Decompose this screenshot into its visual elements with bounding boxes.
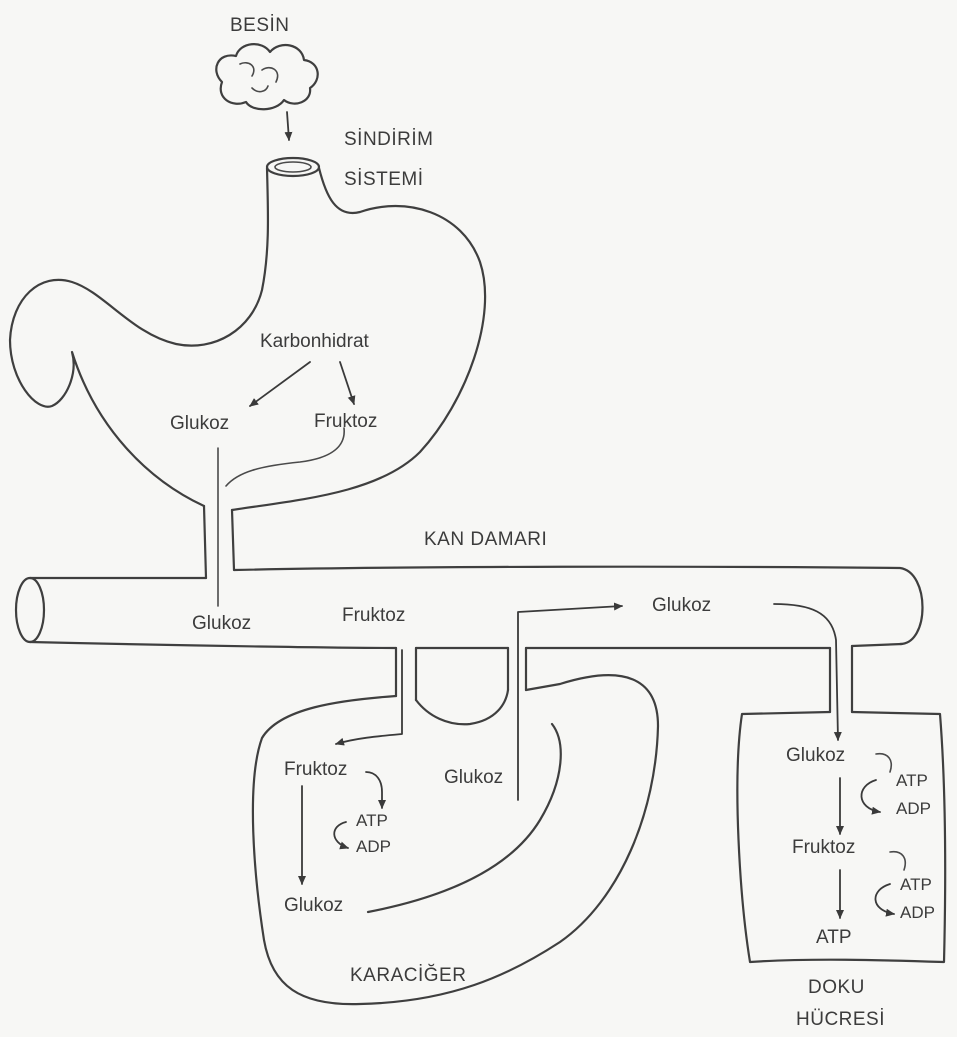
- liver-atp-adp-cycle-arrow: [334, 822, 348, 848]
- cell-adp-2-label: ADP: [900, 904, 935, 921]
- cell-atp-adp-cycle-1-arrow: [861, 780, 880, 812]
- liver-atp-label: ATP: [356, 812, 388, 829]
- vessel-fructose-label: Fruktoz: [342, 606, 405, 625]
- liver-glucose-bottom-label: Glukoz: [284, 896, 343, 915]
- carbohydrate-label: Karbonhidrat: [260, 332, 369, 351]
- tissue-cell-label-line2: HÜCRESİ: [796, 1010, 885, 1029]
- cell-adp-1-label: ADP: [896, 800, 931, 817]
- blood-vessel-label: KAN DAMARI: [424, 530, 547, 549]
- cell-atp-2-label: ATP: [900, 876, 932, 893]
- liver-shape: [253, 675, 658, 1004]
- cell-glucose-label: Glukoz: [786, 746, 845, 765]
- liver-fructose-step-arrow: [366, 772, 382, 808]
- stomach-glucose-label: Glukoz: [170, 414, 229, 433]
- food-to-stomach-arrow: [287, 112, 289, 140]
- cell-atp-1-label: ATP: [896, 772, 928, 789]
- cell-fructose-label: Fruktoz: [792, 838, 855, 857]
- food-cloud-icon: [216, 44, 317, 109]
- cell-step1-hook: [876, 754, 891, 772]
- liver-adp-label: ADP: [356, 838, 391, 855]
- cell-atp-output-label: ATP: [816, 928, 852, 947]
- cell-atp-adp-cycle-2-arrow: [875, 884, 894, 914]
- vessel-glucose-left-label: Glukoz: [192, 614, 251, 633]
- liver-fructose-label: Fruktoz: [284, 760, 347, 779]
- liver-label: KARACİĞER: [350, 966, 466, 985]
- vessel-glucose-right-label: Glukoz: [652, 596, 711, 615]
- liver-glucose-mid-label: Glukoz: [444, 768, 503, 787]
- digestive-system-label-line1: SİNDİRİM: [344, 130, 434, 149]
- food-label: BESİN: [230, 16, 290, 35]
- tissue-cell-label-line1: DOKU: [808, 978, 865, 997]
- vessel-glucose-to-cell-arrow: [774, 604, 838, 740]
- carb-to-fructose-arrow: [340, 362, 354, 404]
- digestive-system-label-line2: SİSTEMİ: [344, 170, 424, 189]
- blood-vessel-shape: [16, 567, 923, 648]
- stomach-shape: [10, 158, 485, 606]
- liver-glucose-to-vessel-arrow: [518, 606, 622, 800]
- stomach-fructose-label: Fruktoz: [314, 412, 377, 431]
- carb-to-glucose-arrow: [250, 362, 310, 406]
- cell-step2-hook: [890, 852, 905, 870]
